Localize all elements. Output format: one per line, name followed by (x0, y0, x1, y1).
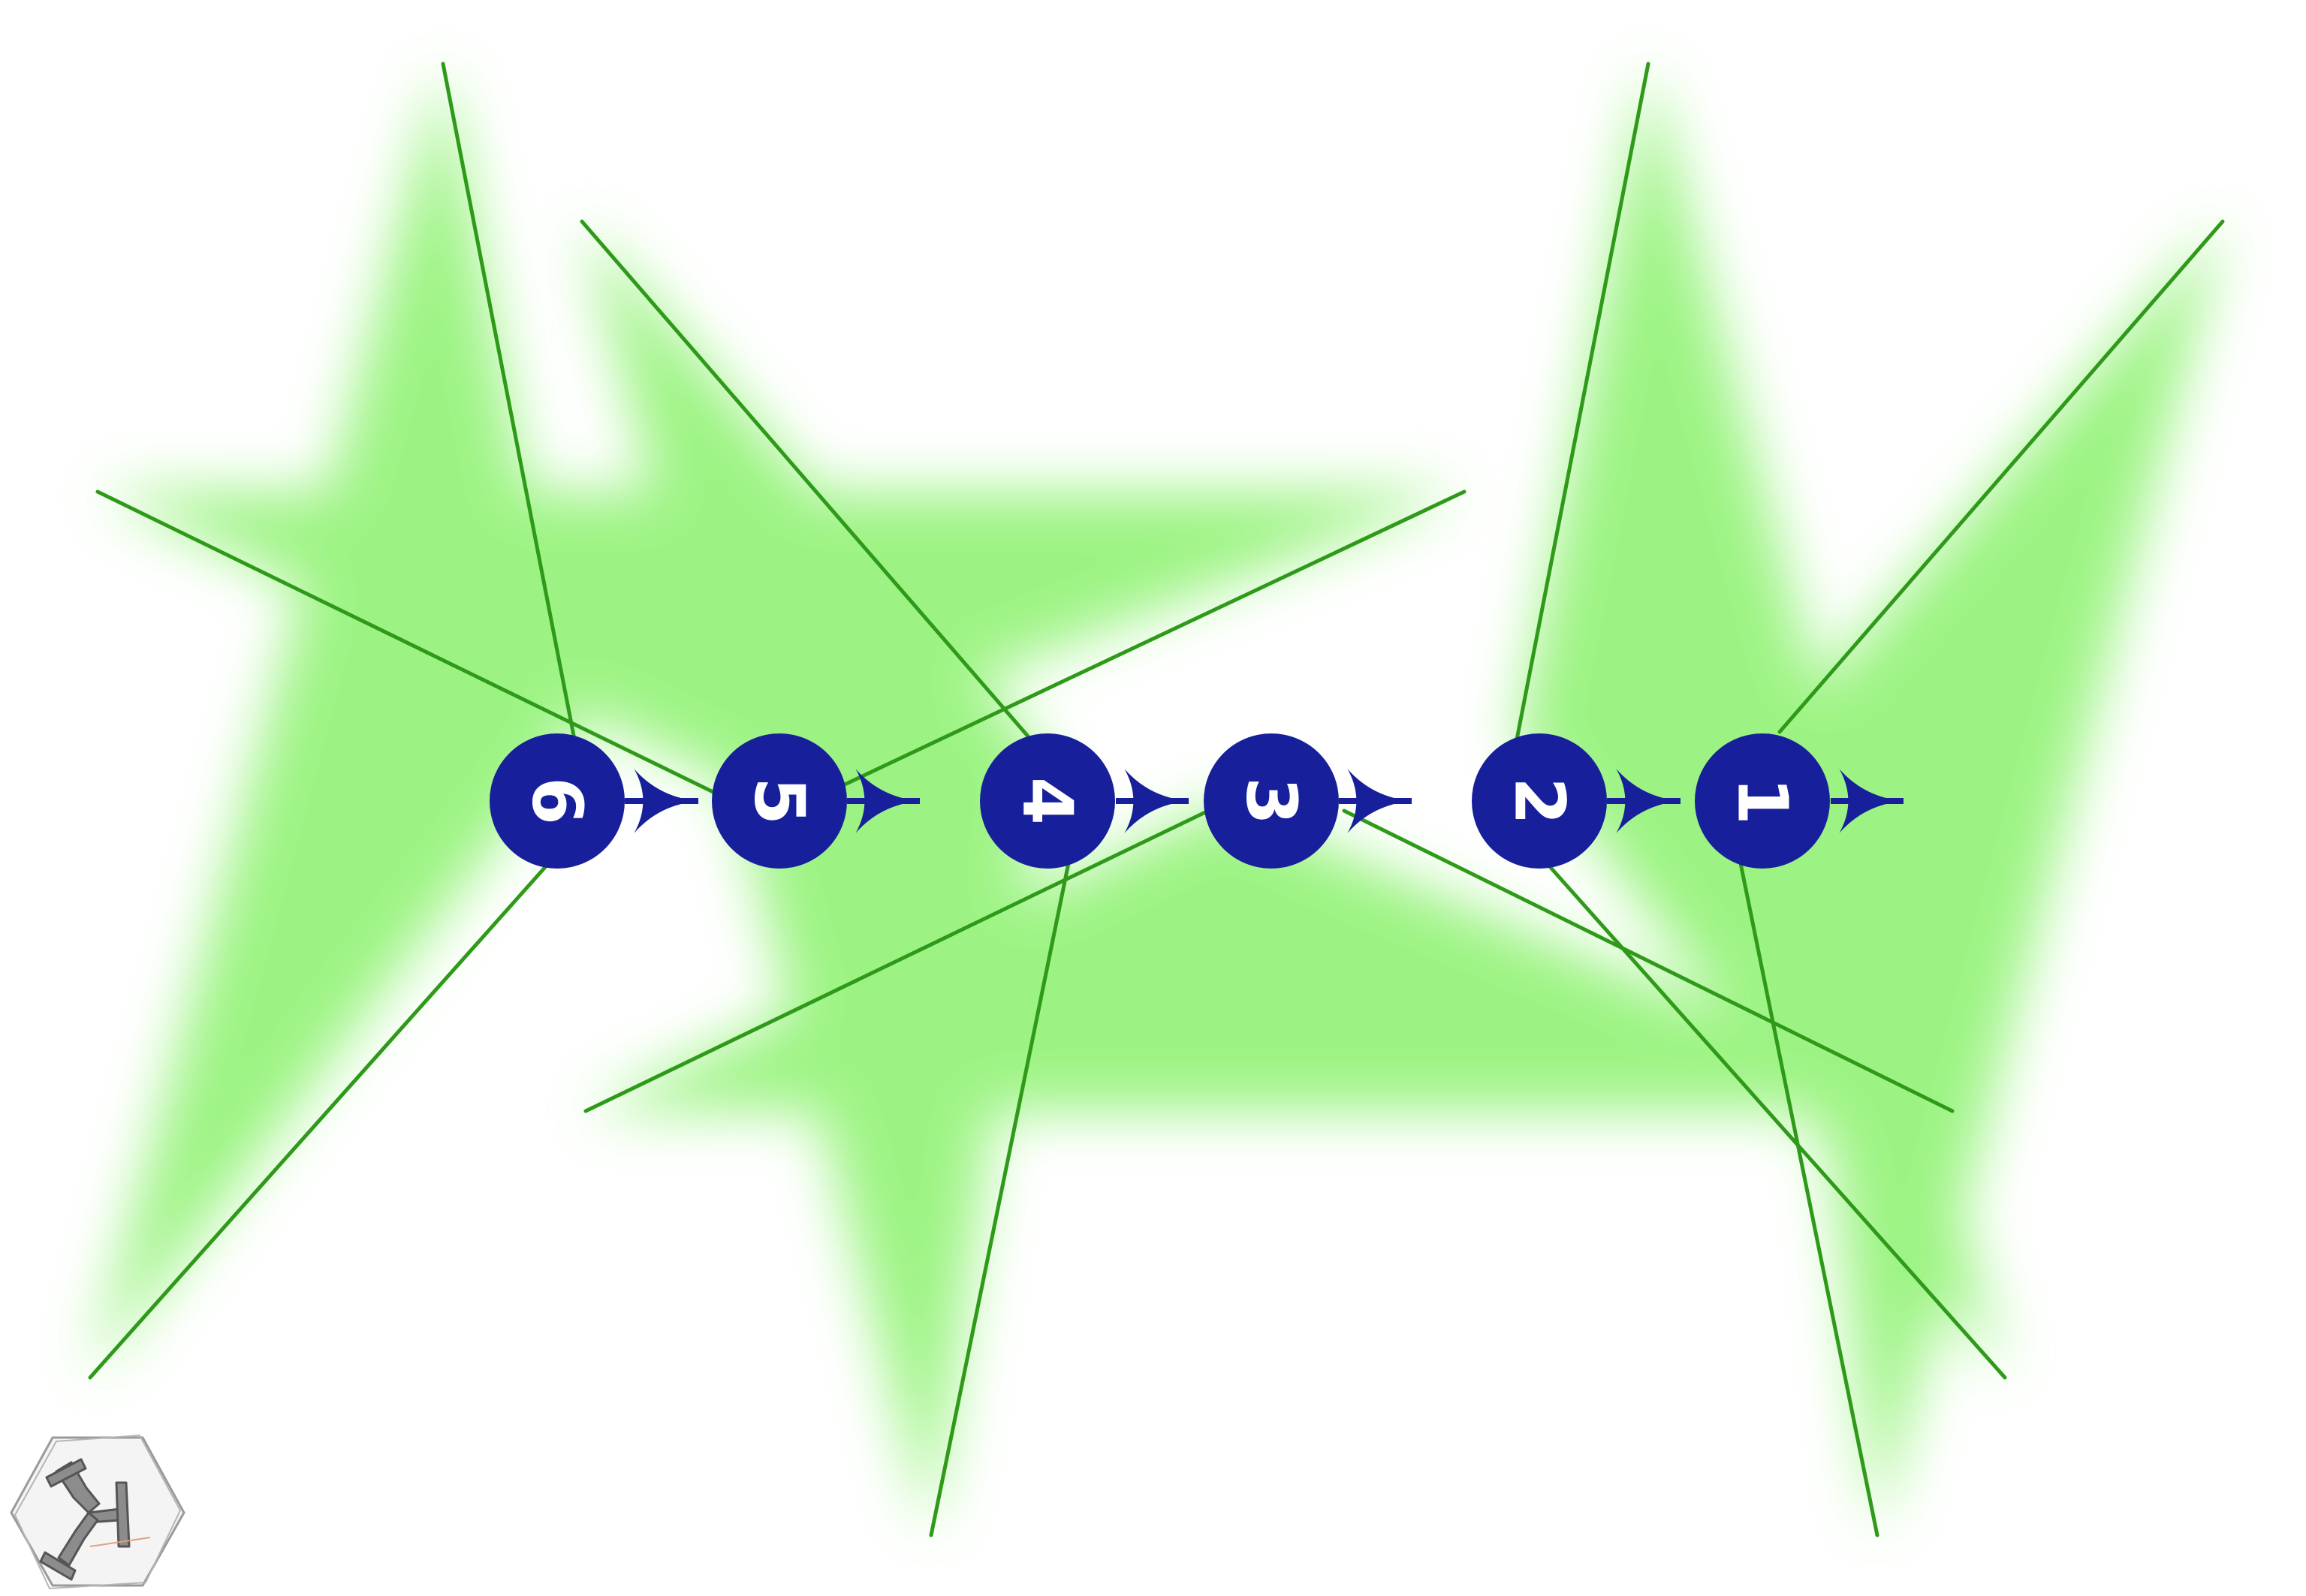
wedge-line (441, 62, 577, 742)
wedge-horizontal-bottom (586, 803, 1952, 1111)
step-node-5: 5 (712, 733, 847, 869)
wedge-line (1738, 861, 1879, 1537)
step-node-6: 6 (490, 733, 625, 869)
wedge-line (843, 489, 1466, 787)
step-label: 2 (1500, 777, 1580, 825)
step-node-4: 4 (980, 733, 1115, 869)
step-node-1: 1 (1695, 733, 1830, 869)
wedge-line (1545, 861, 2007, 1380)
step-circle (1204, 733, 1339, 869)
step-circle (490, 733, 625, 869)
wedge-layer (90, 64, 2223, 1535)
logo-hexagon-sketch (14, 1434, 182, 1590)
step-label: 3 (1231, 777, 1312, 825)
step-label: 1 (1723, 777, 1803, 825)
wedge-line (929, 854, 1072, 1537)
step-label: 5 (740, 777, 820, 825)
step-circle (712, 733, 847, 869)
step-node-3: 3 (1204, 733, 1339, 869)
wedge-line (1515, 62, 1650, 742)
logo-tripod (39, 1458, 131, 1581)
wedge-right-slanted (1780, 221, 2223, 1535)
wedge-upper-left-slanted (582, 221, 1044, 1535)
wedge-line (95, 489, 723, 798)
wedge-line (1342, 809, 1955, 1113)
wedge-line (88, 857, 554, 1380)
wedge-upper-left-vertical (90, 64, 574, 1378)
step-circle (980, 733, 1115, 869)
step-label: 6 (517, 777, 598, 825)
step-circle (1472, 733, 1607, 869)
wedge-horizontal-top (98, 492, 1464, 777)
wedge-line (583, 801, 1226, 1113)
step-circle (1695, 733, 1830, 869)
wedge-lines (88, 62, 2225, 1537)
wedge-line (580, 219, 1046, 757)
step-node-2: 2 (1472, 733, 1607, 869)
logo-accent-line (89, 1537, 151, 1547)
wedge-line (1777, 219, 2225, 734)
tripod-hexagon-icon (10, 1434, 185, 1590)
step-label: 4 (1008, 777, 1088, 825)
